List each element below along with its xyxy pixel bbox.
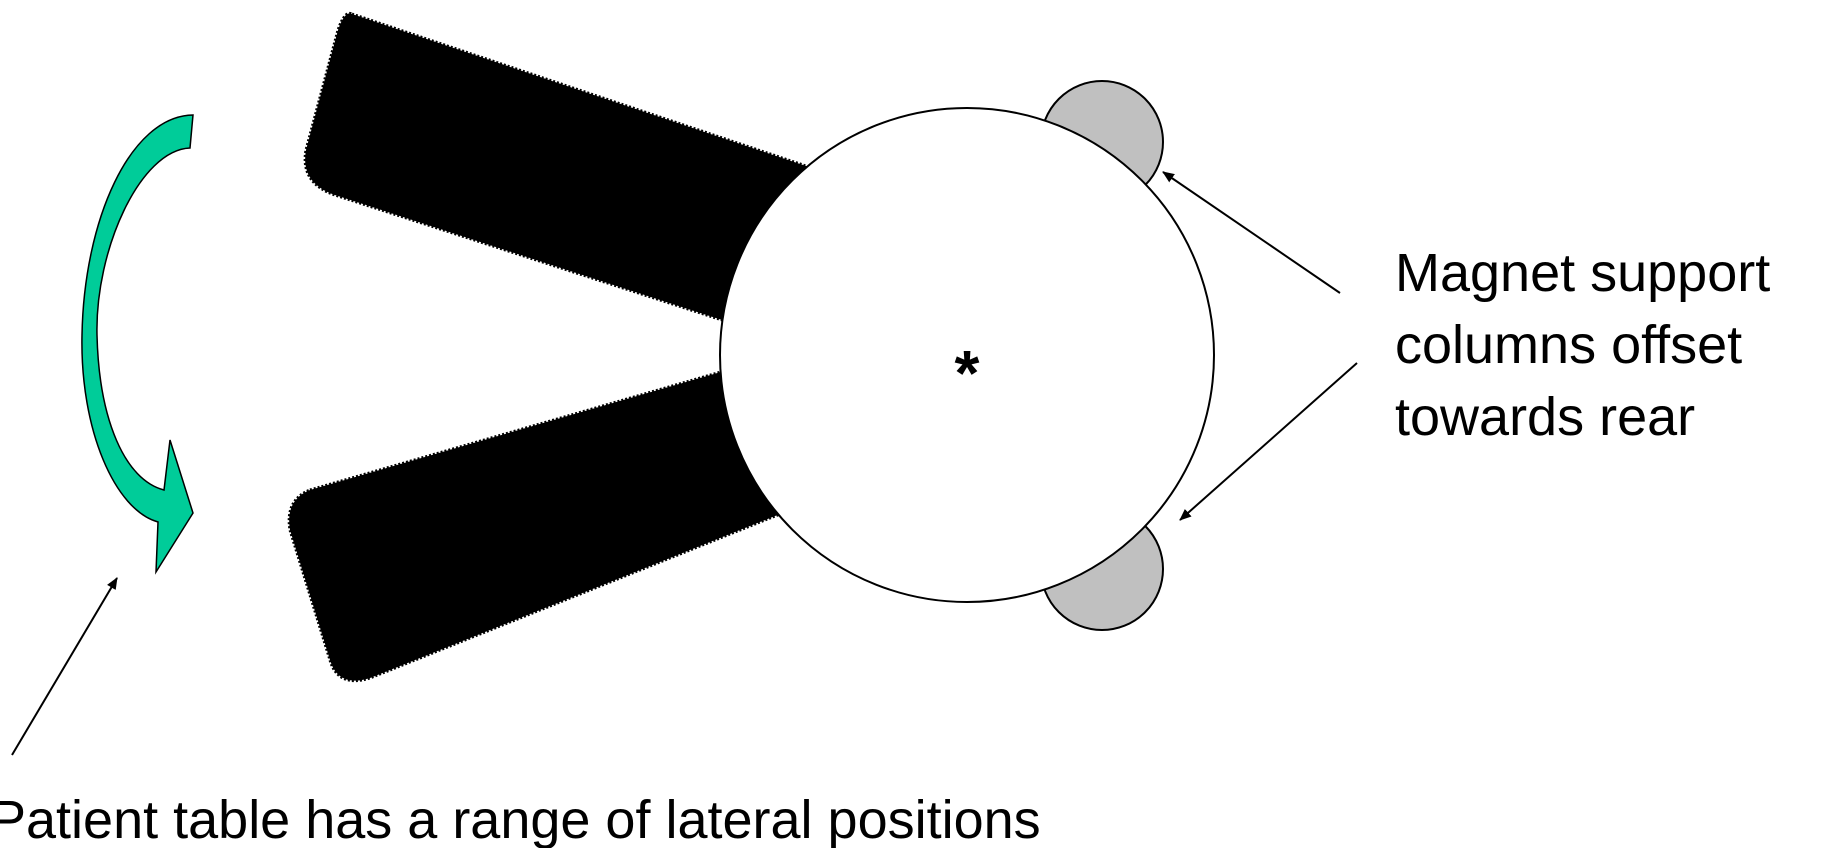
- curved-rotation-arrow-icon: [81, 114, 194, 575]
- magnet-label-line-3: towards rear: [1395, 387, 1695, 447]
- upper-arm: [303, 11, 817, 353]
- table-callout: [11, 577, 118, 756]
- isocenter-marker: *: [955, 337, 980, 409]
- magnet-bore: [719, 107, 1215, 603]
- magnet-label-line-1: Magnet support: [1395, 243, 1770, 303]
- column-callout-bottom: [1179, 362, 1358, 521]
- lower-arm: [287, 343, 817, 683]
- patient-table-label: Patient table has a range of lateral pos…: [0, 790, 1041, 848]
- column-callout-top: [1162, 171, 1341, 294]
- magnet-support-label: Magnet support columns offset towards re…: [1395, 243, 1785, 447]
- magnet-label-line-2: columns offset: [1395, 315, 1742, 375]
